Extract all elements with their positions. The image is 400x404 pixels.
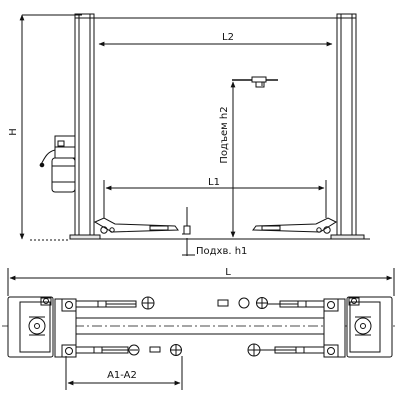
dim-h: H (8, 14, 82, 240)
dim-l: L (7, 267, 395, 296)
dim-h1: Подхв. h1 (182, 238, 247, 257)
base-plates (30, 234, 370, 241)
right-column (336, 13, 357, 240)
label-l1: L1 (208, 177, 220, 188)
left-arm-low (93, 217, 190, 235)
dim-h2: Подъем h2 (219, 81, 236, 238)
power-unit (39, 135, 76, 193)
right-arm-low (252, 217, 338, 234)
dim-l1: L1 (103, 177, 327, 218)
label-h: H (8, 128, 19, 136)
left-column-top (54, 298, 77, 358)
left-column (74, 13, 95, 240)
low-pad-left (183, 225, 191, 235)
right-arm-lower (247, 343, 325, 357)
front-view: L2 H Подъем h2 L1 Подхв. h1 (8, 13, 370, 257)
dim-l2: L2 (98, 32, 333, 47)
left-arm-upper (75, 296, 155, 310)
label-h1: Подхв. h1 (196, 246, 247, 257)
raised-pad (232, 76, 278, 88)
label-l2: L2 (222, 32, 234, 43)
label-a1a2: A1-A2 (107, 370, 137, 381)
right-arm-upper (217, 297, 325, 309)
central-beam (76, 317, 324, 335)
left-arm-lower (75, 344, 182, 356)
right-base (346, 296, 393, 358)
label-l: L (225, 267, 231, 278)
right-column-top (323, 298, 346, 358)
dim-a1a2: A1-A2 (65, 356, 183, 390)
left-base (7, 296, 54, 358)
label-h2: Подъем h2 (219, 106, 230, 163)
top-view: L (2, 267, 398, 390)
